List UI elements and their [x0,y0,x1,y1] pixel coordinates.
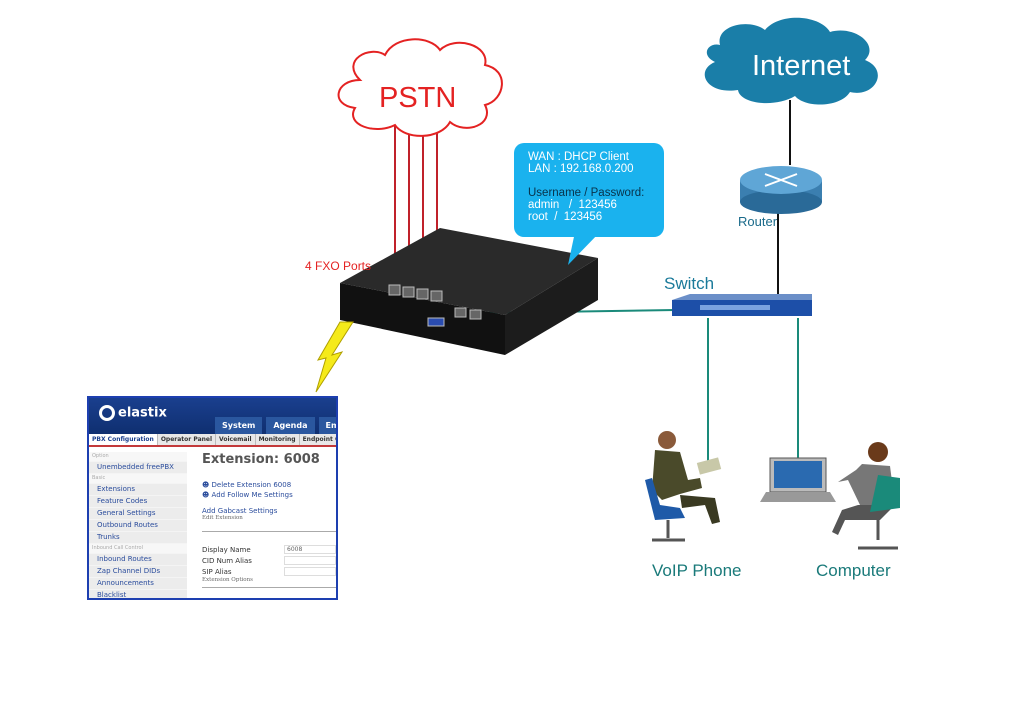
computer-user-icon [760,442,900,550]
subtab-monitoring[interactable]: Monitoring [256,434,300,445]
gabcast-link[interactable]: Add Gabcast Settings [202,507,278,515]
wan-text: WAN : DHCP Client [528,151,629,163]
sidebar-item[interactable]: Extensions [89,484,187,495]
config-callout: WAN : DHCP Client LAN : 192.168.0.200 Us… [514,143,664,237]
voip-phone-label: VoIP Phone [652,561,742,580]
pstn-cloud [337,38,503,137]
sidebar-item[interactable]: Feature Codes [89,496,187,507]
fxo-ports-label: 4 FXO Ports [305,259,372,273]
internet-cloud [704,17,878,105]
page-title: Extension: 6008 [202,452,320,467]
delete-extension-link[interactable]: ☻ Delete Extension 6008 [202,481,292,489]
internet-label: Internet [752,50,851,82]
subtab-endpoint[interactable]: Endpoint C [300,434,336,445]
sidebar-item[interactable]: Inbound Routes [89,554,187,565]
sidebar-item[interactable]: Unembedded freePBX [89,462,187,473]
tab-system[interactable]: System [215,417,263,434]
field-label: Display Name [202,545,251,554]
sidebar-item[interactable]: General Settings [89,508,187,519]
switch-label: Switch [664,274,715,293]
tab-email[interactable]: Email [318,417,336,434]
main-panel: Extension: 6008 ☻ Delete Extension 6008 … [202,452,336,598]
subtab-voicemail[interactable]: Voicemail [216,434,256,445]
router-icon [740,166,822,214]
sidebar: Option Unembedded freePBX Basic Extensio… [89,452,187,598]
subtab-pbx-configuration[interactable]: PBX Configuration [89,434,158,445]
follow-me-link[interactable]: ☻ Add Follow Me Settings [202,491,293,499]
field-label: SIP Alias [202,567,232,576]
computer-label: Computer [816,561,891,580]
switch-icon [672,294,812,316]
sidebar-category: Inbound Call Control [89,544,187,553]
router-label: Router [738,214,778,229]
tab-agenda[interactable]: Agenda [266,417,315,434]
edit-extension-heading: Edit Extension [202,515,336,532]
admin-credentials: admin / 123456 [528,199,617,211]
sidebar-item[interactable]: Blacklist [89,590,187,598]
elastix-appliance [340,228,598,355]
lan-text: LAN : 192.168.0.200 [528,163,634,175]
sidebar-category: Basic [89,474,187,483]
elastix-logo: elastix [99,405,167,421]
user-icon: ☻ [202,481,212,489]
elastix-web-ui: elastix System Agenda Email PBX Configur… [87,396,338,600]
sidebar-item[interactable]: Announcements [89,578,187,589]
wireless-lightning-icon [315,321,354,393]
extension-options-heading: Extension Options [202,577,336,588]
callout-tail [568,232,600,265]
subtab-operator-panel[interactable]: Operator Panel [158,434,217,445]
pstn-label: PSTN [379,82,457,114]
sidebar-item[interactable]: Zap Channel DIDs [89,566,187,577]
cid-num-alias-input[interactable] [284,556,336,565]
field-label: CID Num Alias [202,556,252,565]
display-name-input[interactable]: 6008 [284,545,336,554]
root-credentials: root / 123456 [528,211,603,223]
user-icon: ☻ [202,491,212,499]
credentials-title: Username / Password: [528,187,645,199]
sidebar-item[interactable]: Trunks [89,532,187,543]
sidebar-item[interactable]: Outbound Routes [89,520,187,531]
sip-alias-input[interactable] [284,567,336,576]
sidebar-category: Option [89,452,187,461]
voip-phone-user-icon [645,431,722,542]
